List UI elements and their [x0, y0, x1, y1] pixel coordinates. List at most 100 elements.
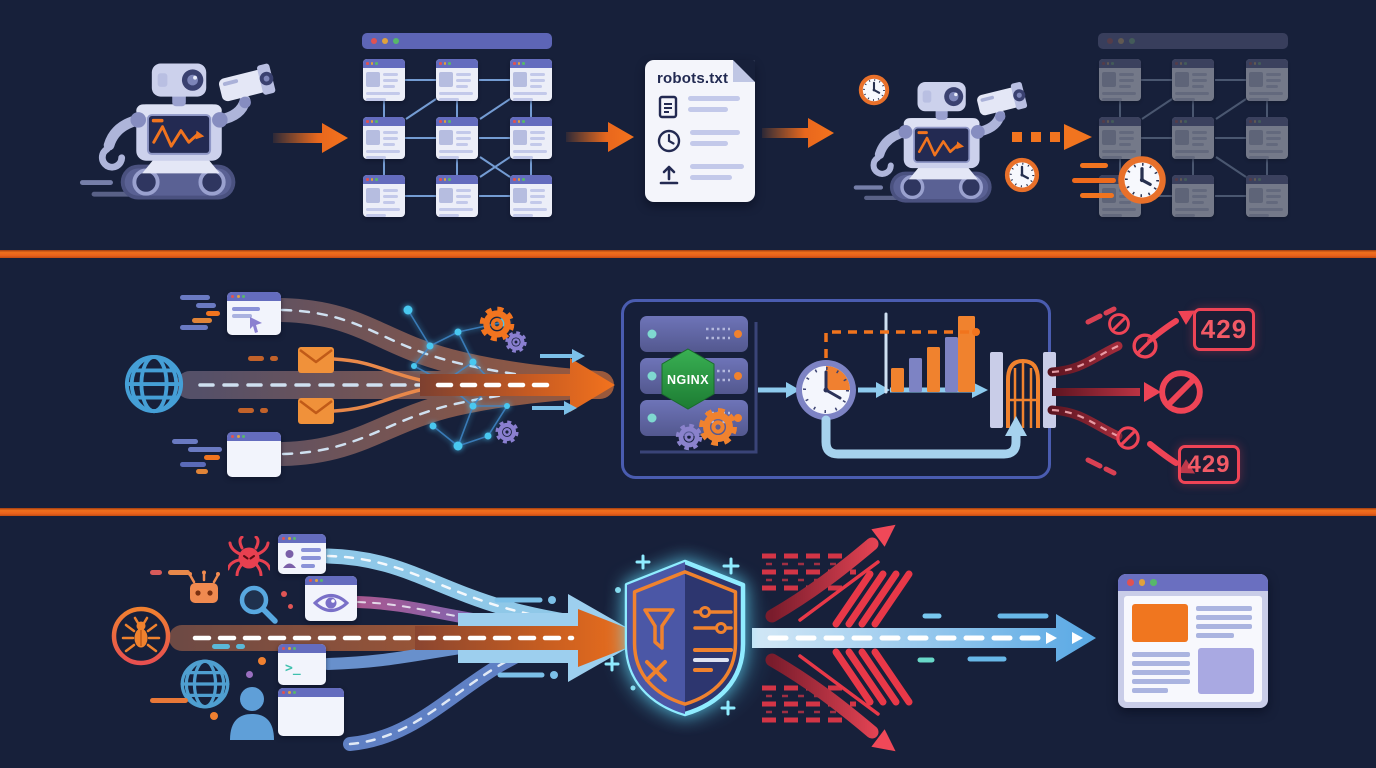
sitemap-page [1172, 59, 1214, 101]
content-block [1198, 648, 1254, 694]
sitemap-page [1099, 117, 1141, 159]
robots-txt-document: robots.txt [645, 60, 755, 202]
arrow-right-icon [566, 122, 634, 152]
id-card-window-icon [278, 534, 326, 574]
bot-filter-flow [169, 524, 1096, 752]
browser-titlebar [1118, 574, 1268, 591]
cursor-icon [250, 317, 262, 333]
bug-circle-icon [111, 606, 171, 666]
shield-filter-icon [624, 559, 746, 717]
blocked-paths [1047, 306, 1200, 476]
speed-lines [188, 447, 222, 452]
sitemap-page [436, 59, 478, 101]
sitemap-page [510, 59, 552, 101]
rate-limit-row: NGINX [0, 258, 1376, 508]
speed-lines [270, 356, 278, 361]
sitemap-page [510, 175, 552, 217]
traffic-bar [958, 316, 975, 392]
merge-arrow-icon [192, 609, 652, 667]
crawl-discovery-row: robots.txt [0, 0, 1376, 250]
speed-lines [206, 311, 220, 316]
timer-clock-icon [796, 360, 856, 420]
bot-head-icon [188, 570, 220, 603]
gear-icon [508, 334, 524, 350]
sitemap-page [1246, 59, 1288, 101]
sitemap-page [1246, 175, 1288, 217]
spider-icon [228, 536, 270, 576]
speed-lines [168, 570, 190, 575]
no-entry-icon [1132, 333, 1158, 359]
arrow-right-icon [273, 123, 348, 153]
mini-titlebar [227, 432, 281, 441]
speed-lines [196, 303, 216, 308]
traffic-bar [927, 347, 940, 392]
speed-lines [204, 455, 220, 460]
nginx-panel: NGINX [621, 299, 1056, 479]
section-divider [0, 508, 1376, 516]
sitemap-page [436, 175, 478, 217]
speed-lines [1080, 163, 1108, 168]
user-card-icon [283, 550, 296, 568]
traffic-bar [891, 368, 904, 392]
nginx-hexagon-icon: NGINX [661, 348, 715, 410]
accent-dot [288, 604, 293, 609]
sitemap-links [1119, 79, 1268, 197]
speed-lines [238, 408, 254, 413]
speed-lines [260, 408, 268, 413]
sparkle-plus-icon [604, 554, 740, 716]
speed-lines [180, 295, 210, 300]
speed-lines [236, 644, 245, 649]
sliders-icon [693, 606, 733, 672]
sitemap-page [1246, 117, 1288, 159]
speed-lines [248, 356, 264, 361]
sitemap-grid-icon [362, 33, 552, 217]
dashed-arrow-icon [1012, 124, 1092, 150]
speed-lines [192, 318, 212, 323]
browser-content [1124, 596, 1262, 702]
browser-titlebar [362, 33, 552, 49]
document-icon [658, 95, 678, 119]
globe-icon [124, 354, 184, 414]
clock-icon [657, 129, 681, 153]
speed-lines [180, 462, 206, 467]
no-entry-icon [1116, 426, 1140, 450]
speed-lines [150, 698, 188, 703]
merge-arrow-icon [420, 358, 615, 412]
sitemap-page [363, 59, 405, 101]
doc-row [657, 163, 755, 187]
speed-lines [172, 439, 198, 444]
no-entry-icon [1108, 313, 1130, 335]
discovery-flow-arrows [273, 74, 1092, 250]
upload-icon [659, 165, 679, 185]
accent-dot [246, 671, 253, 678]
sitemap-page [363, 175, 405, 217]
mini-titlebar [278, 644, 326, 653]
browser-titlebar [1098, 33, 1288, 49]
doc-lines [690, 130, 740, 152]
website-window-icon [1118, 574, 1268, 708]
sitemap-page [1172, 175, 1214, 217]
funnel-icon [643, 608, 675, 650]
envelope-icon [298, 398, 334, 424]
sitemap-page [1099, 59, 1141, 101]
speed-lines [1080, 193, 1114, 198]
sparkle-dot [630, 685, 636, 691]
accent-dot [281, 591, 287, 597]
doc-row [657, 129, 755, 153]
mini-titlebar [305, 576, 357, 585]
speed-lines [494, 596, 558, 679]
crawl-delay-clock-icon [858, 74, 890, 106]
feedback-loop-icon [821, 415, 1027, 459]
terminal-window-icon: >_ [278, 644, 326, 685]
doc-lines [688, 96, 740, 118]
speed-lines [180, 325, 208, 330]
user-icon [230, 687, 274, 740]
nginx-label: NGINX [667, 373, 709, 387]
terminal-prompt: >_ [285, 661, 301, 676]
gate-icon [990, 352, 1056, 428]
faded-sitemap-grid-icon [1098, 33, 1288, 217]
threshold-line-icon [824, 328, 980, 358]
sitemap-page [363, 117, 405, 159]
sitemap-links [383, 79, 532, 197]
plain-window-icon [278, 688, 344, 736]
